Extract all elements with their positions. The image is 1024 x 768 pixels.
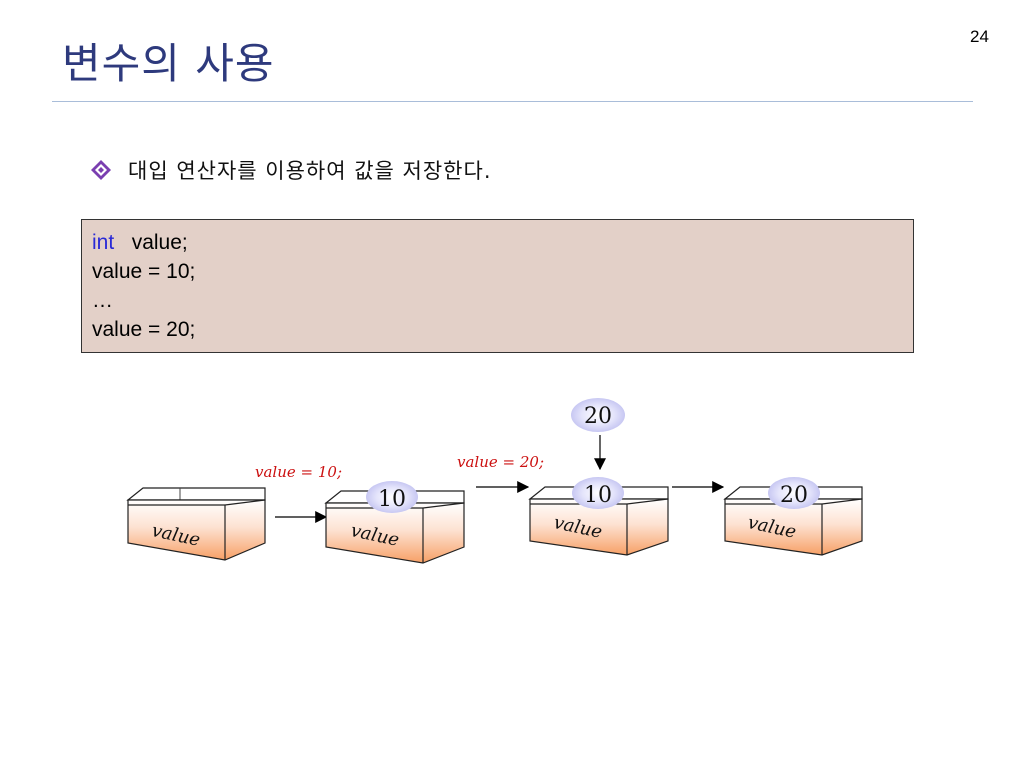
assign-10-annotation: value = 10; [255,463,342,481]
diamond-bullet-icon [90,159,112,181]
slide-title: 변수의 사용 [62,39,275,88]
assignment-diagram: value value = 10; 10 value 20 value = 20… [120,395,880,579]
code-keyword: int [92,231,115,254]
value-10-bubble-old [572,477,624,509]
code-line-2: value = 10; [92,260,196,283]
page-number: 24 [970,27,989,46]
value-20-bubble [768,477,820,509]
code-line-3: … [92,289,113,312]
variable-box-2: 10 value [324,481,465,564]
box-2-value: 10 [378,487,406,512]
variable-box-3: 10 value [528,477,669,556]
code-line-4: value = 20; [92,318,196,341]
value-10-bubble [366,481,418,513]
variable-box-4: 20 value [723,477,863,556]
assign-20-annotation: value = 20; [457,453,544,471]
code-line-1: int value; [92,228,903,257]
bullet-item: 대입 연산자를 이용하여 값을 저장한다. [90,155,492,185]
incoming-value-text: 20 [584,404,612,429]
code-block: int value; value = 10; … value = 20; [81,219,914,353]
incoming-value-bubble: 20 [571,398,625,432]
code-line-1-rest: value; [131,231,188,254]
box-3-value: 10 [584,483,612,508]
variable-box-1: value [126,487,266,561]
bullet-text: 대입 연산자를 이용하여 값을 저장한다. [128,159,492,183]
box-4-value: 20 [780,483,808,508]
title-divider [52,101,973,102]
